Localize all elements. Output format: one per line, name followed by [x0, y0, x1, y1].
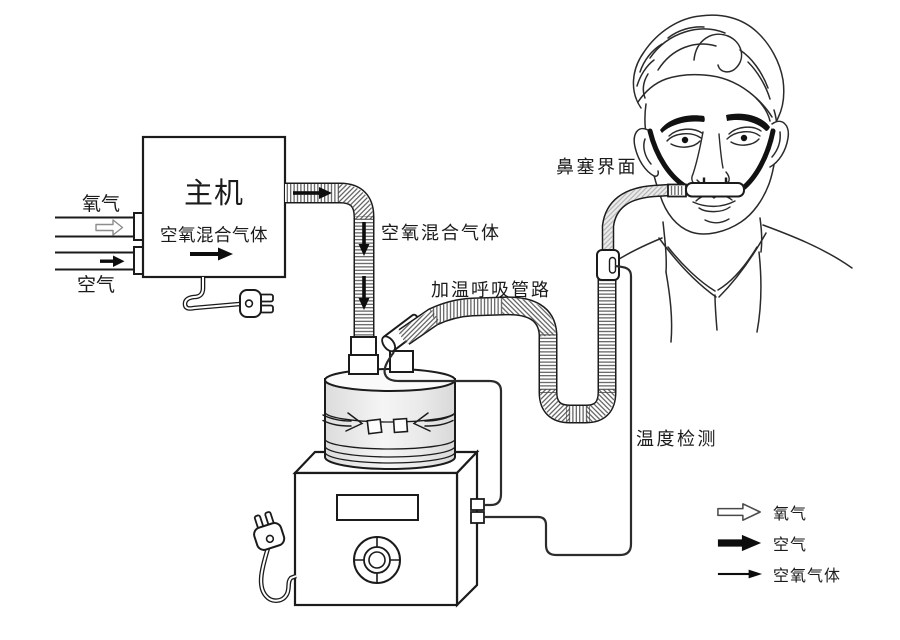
left-ear — [633, 127, 659, 177]
heater-base-unit — [253, 449, 485, 608]
temperature-probe-cable — [484, 264, 633, 557]
air-inlet-connector — [133, 246, 144, 275]
chamber-body — [324, 378, 456, 470]
tube-connector — [596, 249, 620, 281]
mixed-gas-arrow-down-2-icon — [358, 276, 370, 310]
legend-row-mixed: 空氧气体 — [716, 564, 842, 585]
legend-label-oxygen: 氧气 — [773, 504, 808, 523]
mixed-gas-arrow-down-1-icon — [358, 222, 370, 256]
mixed-gas-tube — [285, 182, 379, 375]
legend-row-oxygen: 氧气 — [716, 502, 841, 523]
chamber-swirl-arrow-right-icon — [412, 412, 454, 432]
oxygen-flow-arrow-icon — [95, 219, 124, 236]
nasal-tube-upper — [601, 183, 671, 252]
humidifier-chamber — [322, 368, 456, 470]
inlet-pipes — [55, 212, 144, 275]
main-unit-flow-label: 空氧混合气体 — [160, 226, 268, 246]
main-unit-plug-icon — [239, 289, 274, 318]
legend-row-air: 空气 — [716, 533, 841, 554]
air-flow-arrow-icon — [100, 255, 125, 267]
hairline — [637, 73, 773, 118]
tube-sleeve — [350, 336, 377, 356]
heated-breathing-tube — [397, 277, 617, 424]
base-right-face — [455, 449, 479, 608]
left-eye — [666, 128, 703, 148]
cannula-strap-right — [739, 128, 776, 192]
main-unit-power-cord — [182, 277, 241, 311]
temperature-label: 温度检测 — [636, 429, 718, 450]
oxygen-inlet-pipe — [55, 216, 135, 238]
main-unit-title: 主机 — [183, 176, 244, 210]
air-inlet-label: 空气 — [77, 274, 116, 296]
heated-circuit-label: 加温呼吸管路 — [431, 280, 551, 301]
heater-wire-cable — [383, 351, 503, 507]
mixed-gas-tube-label: 空氧混合气体 — [381, 223, 501, 244]
hair-outline — [632, 14, 785, 130]
solid-arrow-icon — [717, 534, 762, 552]
chamber-window-1 — [366, 418, 383, 435]
chamber-left-port — [348, 354, 379, 375]
mouth — [692, 194, 736, 224]
heater-port-connector — [470, 498, 485, 511]
main-unit — [141, 135, 287, 318]
base-plug-icon — [253, 511, 286, 551]
legend-label-mixed: 空氧气体 — [773, 566, 842, 585]
right-ear — [769, 120, 790, 168]
hollow-arrow-icon — [717, 503, 761, 521]
mixed-gas-arrow-right-icon — [293, 187, 332, 199]
right-eyebrow — [726, 113, 770, 131]
nasal-cannula — [685, 177, 745, 198]
chamber-right-port — [389, 350, 414, 373]
base-power-cord — [258, 547, 297, 603]
display-screen — [336, 494, 419, 521]
chamber-swirl-arrow-left-icon — [322, 412, 364, 432]
base-front-face — [293, 471, 459, 607]
left-eyebrow — [660, 115, 705, 133]
main-unit-flow-arrow-icon — [190, 247, 233, 261]
air-inlet-pipe — [55, 251, 135, 271]
oxygen-inlet-connector — [133, 212, 144, 241]
neck-and-shirt — [615, 217, 853, 343]
chamber-window-2 — [392, 417, 409, 434]
legend-label-air: 空气 — [773, 535, 808, 554]
thin-arrow-icon — [717, 569, 763, 579]
nasal-interface-label: 鼻塞界面 — [556, 157, 638, 178]
legend: 氧气 空气 空氧气体 — [716, 502, 842, 585]
nose — [691, 131, 730, 186]
right-eye — [726, 126, 762, 146]
control-dial — [353, 536, 401, 584]
temp-port-connector — [470, 511, 485, 524]
oxygen-inlet-label: 氧气 — [82, 193, 121, 215]
patient-face — [615, 14, 853, 343]
